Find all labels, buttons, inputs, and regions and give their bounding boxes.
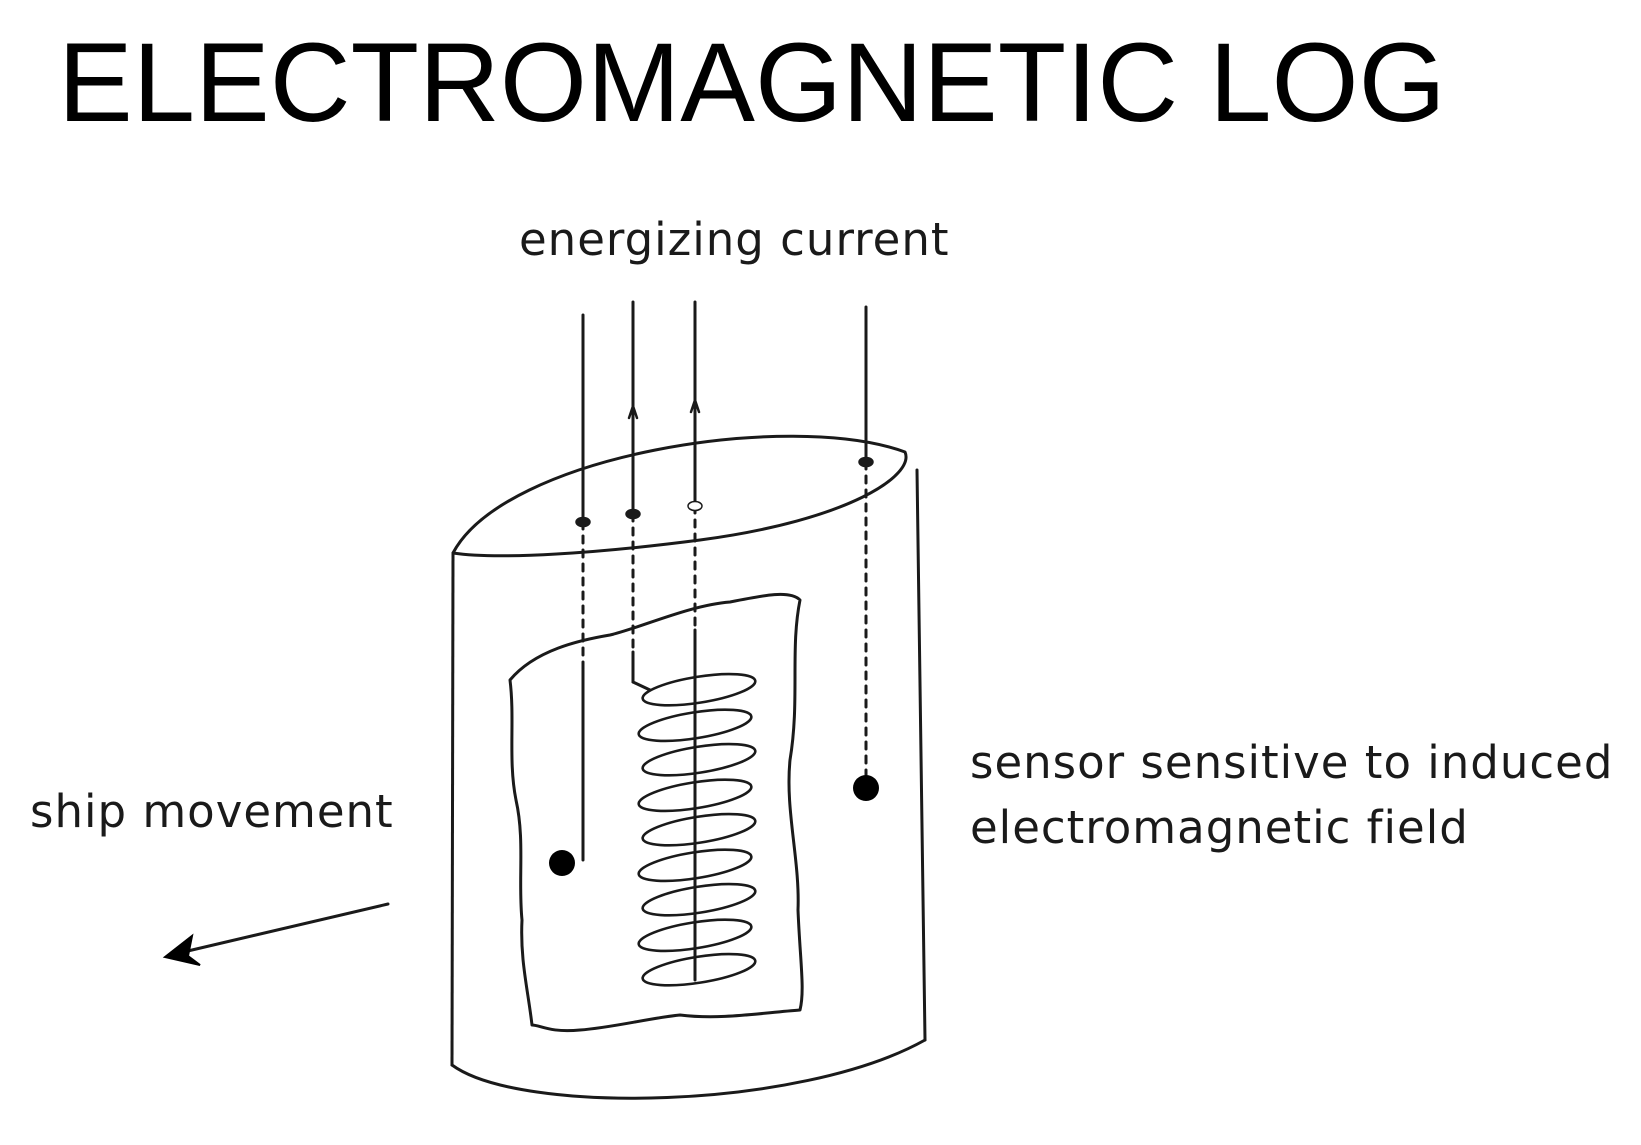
energizing-current-label: energizing current — [519, 213, 950, 266]
log-left-edge — [450, 551, 455, 1067]
hidden-wires — [581, 460, 868, 777]
coil-winding — [641, 882, 757, 917]
coil-winding — [641, 672, 757, 707]
energizing-wires — [581, 300, 868, 520]
ship-movement-arrow-shaft — [173, 902, 390, 956]
cutaway-outline — [508, 592, 804, 1033]
coil-winding — [641, 952, 757, 987]
sensor-label-line1: sensor sensitive to induced — [970, 736, 1614, 789]
coil-winding — [637, 778, 753, 813]
wire-arrowheads — [627, 398, 701, 420]
coil-winding — [637, 708, 753, 743]
ship-movement-label: ship movement — [30, 785, 394, 838]
ship-movement-arrowhead — [162, 933, 201, 966]
electrode-right — [853, 775, 879, 801]
coil-winding — [637, 918, 753, 953]
coil-winding — [641, 812, 757, 847]
electrode-left — [549, 850, 575, 876]
coil-winding — [641, 742, 757, 777]
log-right-edge — [915, 468, 927, 1042]
sensor-label-line2: electromagnetic field — [970, 801, 1469, 854]
log-body — [450, 434, 927, 1100]
page-title: ELECTROMAGNETIC LOG — [58, 20, 1446, 145]
energizing-coil — [637, 672, 757, 987]
log-top-ellipse — [451, 434, 908, 558]
coil-winding — [637, 848, 753, 883]
coil-lead-horizontal — [631, 680, 652, 692]
log-bottom-curve — [450, 1038, 927, 1100]
top-terminals — [575, 456, 874, 528]
